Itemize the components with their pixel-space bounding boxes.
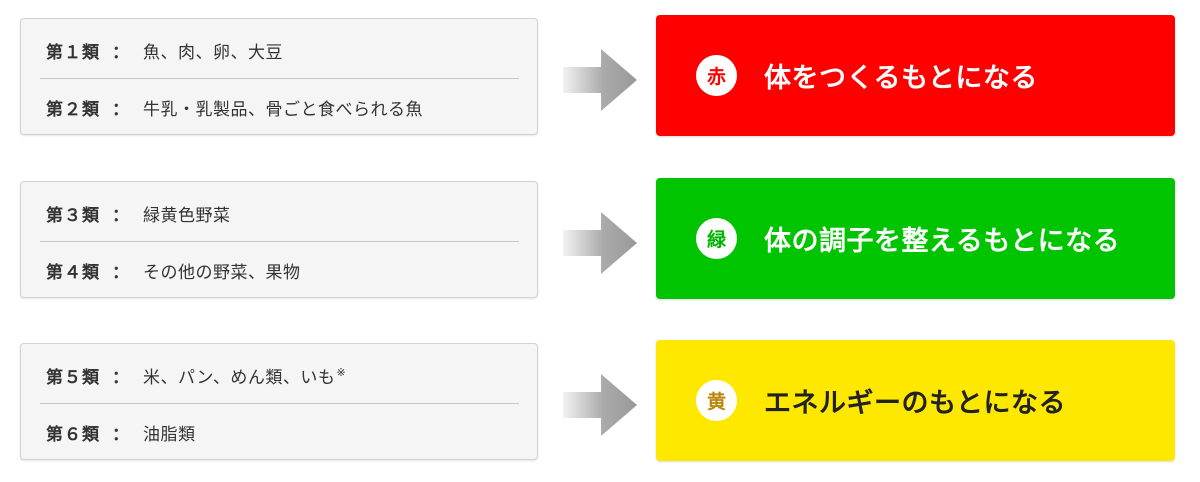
right-arrow-icon (563, 212, 637, 274)
separator-colon: ： (112, 425, 129, 445)
food-group-row-yellow: 第５類 ： 米、パン、めん類、いも※ 第６類 ： 油脂類 黄 エネルギーのもとに… (0, 340, 1200, 464)
divider (40, 403, 519, 404)
group-foods-text: その他の野菜、果物 (143, 263, 301, 283)
food-group-row-green: 第３類 ： 緑黄色野菜 第４類 ： その他の野菜、果物 緑 体の調子を整えるもと… (0, 178, 1200, 302)
group-foods-text: 油脂類 (143, 425, 196, 445)
role-box-yellow: 黄 エネルギーのもとになる (656, 340, 1175, 461)
group-number-label: 第３類 (46, 206, 100, 226)
food-group-line: 第３類 ： 緑黄色野菜 (21, 185, 537, 242)
group-foods-text: 魚、肉、卵、大豆 (143, 43, 283, 63)
badge-red-icon: 赤 (696, 55, 737, 96)
food-group-line: 第２類 ： 牛乳・乳製品、骨ごと食べられる魚 (21, 79, 537, 136)
group-number-label: 第５類 (46, 368, 100, 388)
food-group-row-red: 第１類 ： 魚、肉、卵、大豆 第２類 ： 牛乳・乳製品、骨ごと食べられる魚 赤 … (0, 15, 1200, 139)
footnote-mark: ※ (336, 366, 347, 380)
badge-yellow-icon: 黄 (696, 380, 737, 421)
right-arrow-icon (563, 374, 637, 436)
badge-green-icon: 緑 (696, 218, 737, 259)
food-group-line: 第１類 ： 魚、肉、卵、大豆 (21, 22, 537, 79)
separator-colon: ： (112, 263, 129, 283)
food-groups-box: 第１類 ： 魚、肉、卵、大豆 第２類 ： 牛乳・乳製品、骨ごと食べられる魚 (20, 18, 538, 135)
separator-colon: ： (112, 206, 129, 226)
group-foods-text: 牛乳・乳製品、骨ごと食べられる魚 (143, 100, 423, 120)
food-group-line: 第４類 ： その他の野菜、果物 (21, 242, 537, 299)
food-group-line: 第６類 ： 油脂類 (21, 404, 537, 461)
foods-list: 米、パン、めん類、いも (143, 368, 336, 388)
role-text: 体の調子を整えるもとになる (764, 226, 1121, 257)
divider (40, 241, 519, 242)
group-foods-text: 緑黄色野菜 (143, 206, 231, 226)
role-text: 体をつくるもとになる (764, 63, 1038, 94)
separator-colon: ： (112, 368, 129, 388)
role-box-green: 緑 体の調子を整えるもとになる (656, 178, 1175, 299)
group-number-label: 第２類 (46, 100, 100, 120)
group-number-label: 第６類 (46, 425, 100, 445)
separator-colon: ： (112, 43, 129, 63)
group-number-label: 第４類 (46, 263, 100, 283)
group-foods-text: 米、パン、めん類、いも※ (143, 363, 346, 388)
food-groups-box: 第３類 ： 緑黄色野菜 第４類 ： その他の野菜、果物 (20, 181, 538, 298)
food-groups-box: 第５類 ： 米、パン、めん類、いも※ 第６類 ： 油脂類 (20, 343, 538, 460)
role-text: エネルギーのもとになる (764, 388, 1066, 419)
food-group-line: 第５類 ： 米、パン、めん類、いも※ (21, 347, 537, 404)
role-box-red: 赤 体をつくるもとになる (656, 15, 1175, 136)
right-arrow-icon (563, 49, 637, 111)
group-number-label: 第１類 (46, 43, 100, 63)
separator-colon: ： (112, 100, 129, 120)
divider (40, 78, 519, 79)
